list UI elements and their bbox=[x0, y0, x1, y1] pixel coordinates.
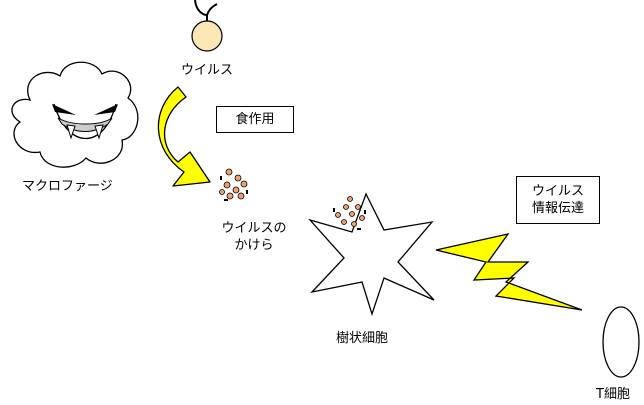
fragments-label: ウイルスの かけら bbox=[206, 220, 302, 254]
virus-info-box: ウイルス 情報伝達 bbox=[516, 176, 600, 224]
macrophage-icon bbox=[11, 61, 139, 168]
t-cell-icon bbox=[602, 306, 640, 378]
virus-info-line2: 情報伝達 bbox=[531, 201, 584, 216]
lightning-bolt-icon bbox=[435, 232, 583, 311]
dendritic-cell-label: 樹状細胞 bbox=[336, 331, 389, 346]
virus-fragments-icon bbox=[219, 168, 248, 201]
t-cell-label: T細胞 bbox=[596, 387, 630, 402]
fragments-label-line1: ウイルスの bbox=[221, 221, 287, 236]
phagocytosis-label: 食作用 bbox=[235, 112, 275, 127]
curved-arrow-icon bbox=[157, 86, 211, 187]
virus-label: ウイルス bbox=[181, 63, 234, 78]
phagocytosis-box: 食作用 bbox=[216, 106, 294, 133]
dendritic-cell-icon bbox=[308, 192, 435, 317]
macrophage-label: マクロファージ bbox=[22, 179, 113, 194]
fragments-label-line2: かけら bbox=[234, 238, 274, 253]
virus-icon bbox=[191, 0, 223, 52]
virus-info-line1: ウイルス bbox=[531, 184, 584, 199]
